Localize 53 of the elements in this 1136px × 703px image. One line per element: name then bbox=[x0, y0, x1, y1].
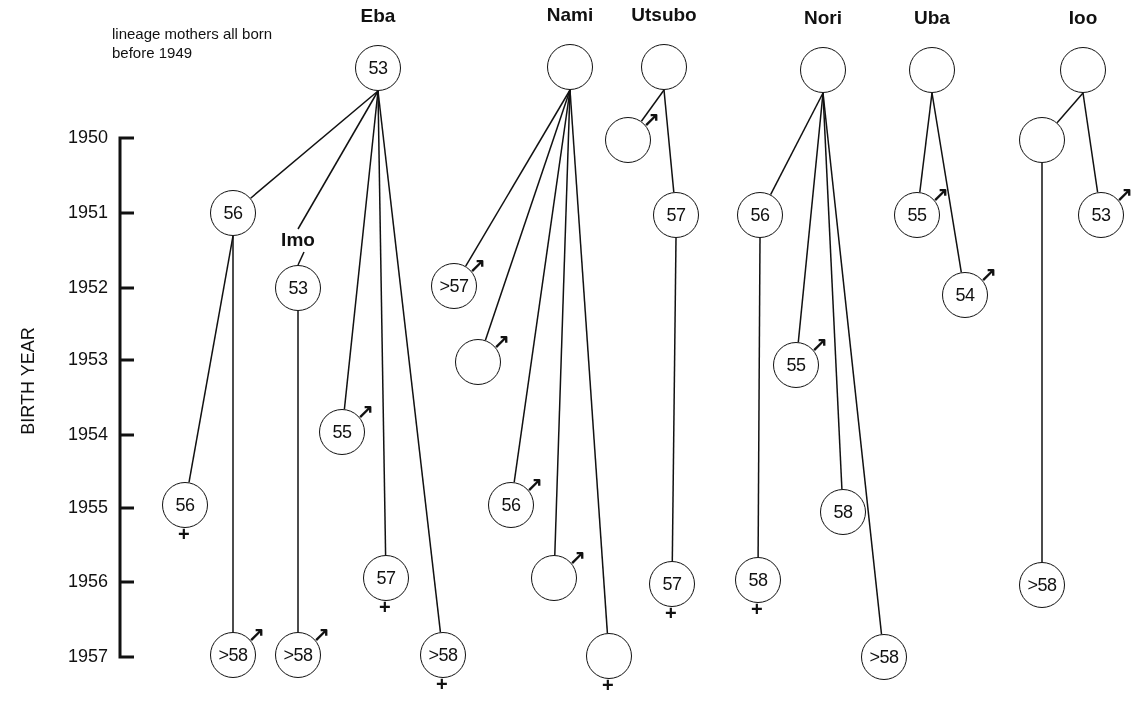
descent-line bbox=[297, 90, 379, 230]
descent-line bbox=[769, 92, 824, 196]
male-sign: ↗ bbox=[569, 547, 586, 567]
lineage-name: Imo bbox=[280, 229, 316, 251]
year-label: 1956 bbox=[66, 571, 108, 591]
year-label: 1957 bbox=[66, 646, 108, 666]
year-label: 1952 bbox=[66, 277, 108, 297]
individual-circle: 58 bbox=[735, 557, 781, 603]
year-label: 1950 bbox=[66, 127, 108, 147]
descent-line bbox=[757, 237, 761, 558]
descent-line bbox=[377, 90, 442, 633]
descent-line bbox=[822, 92, 883, 635]
descent-line bbox=[232, 235, 234, 633]
descent-line bbox=[1056, 92, 1084, 124]
lineage-name: Ioo bbox=[1067, 7, 1099, 29]
descent-line bbox=[569, 89, 609, 634]
descent-line bbox=[484, 89, 571, 341]
lineage-name: Uba bbox=[913, 7, 951, 29]
lineage-name: Nori bbox=[803, 7, 843, 29]
descent-line bbox=[297, 310, 299, 633]
individual-circle: >58 bbox=[861, 634, 907, 680]
individual-circle: 56 bbox=[737, 192, 783, 238]
individual-circle: 56 bbox=[162, 482, 208, 528]
individual-circle: 56 bbox=[210, 190, 256, 236]
lineage-name: Utsubo bbox=[630, 4, 698, 26]
individual-circle: 57 bbox=[653, 192, 699, 238]
descent-line bbox=[1082, 92, 1099, 193]
descent-line bbox=[464, 89, 571, 267]
descent-line bbox=[249, 90, 379, 199]
individual-circle: 53 bbox=[355, 45, 401, 91]
individual-circle: 58 bbox=[820, 489, 866, 535]
year-label: 1951 bbox=[66, 202, 108, 222]
individual-circle: >58 bbox=[1019, 562, 1065, 608]
axis-title: BIRTH YEAR bbox=[18, 326, 38, 437]
descent-line bbox=[931, 92, 963, 274]
male-sign: ↗ bbox=[643, 109, 660, 129]
male-sign: ↗ bbox=[493, 331, 510, 351]
individual-circle: 57 bbox=[649, 561, 695, 607]
individual-circle: 53 bbox=[275, 265, 321, 311]
year-label: 1953 bbox=[66, 349, 108, 369]
lineage-name: Eba bbox=[359, 5, 397, 27]
descent-line bbox=[1041, 162, 1043, 563]
descent-line bbox=[663, 89, 675, 193]
descent-line bbox=[640, 89, 665, 123]
descent-line bbox=[671, 237, 677, 562]
female-sign: + bbox=[602, 675, 614, 695]
descent-line bbox=[919, 92, 933, 193]
year-label: 1955 bbox=[66, 497, 108, 517]
individual-circle: 57 bbox=[363, 555, 409, 601]
individual-circle: >58 bbox=[420, 632, 466, 678]
note-text: lineage mothers all born before 1949 bbox=[112, 24, 274, 62]
lineage-name: Nami bbox=[545, 4, 595, 26]
year-label: 1954 bbox=[66, 424, 108, 444]
